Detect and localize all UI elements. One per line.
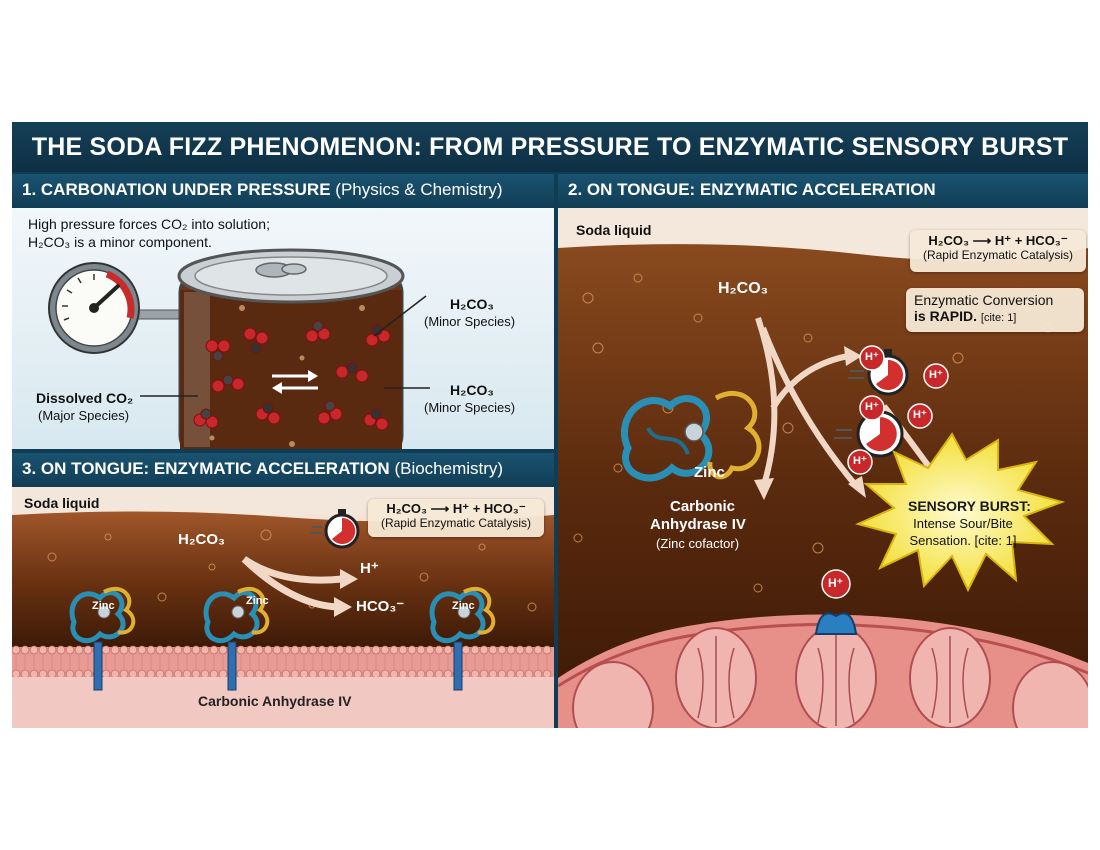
panel3-heading: 3. ON TONGUE: ENZYMATIC ACCELERATION (Bi… bbox=[12, 453, 554, 485]
panel3-heading-sub: (Biochemistry) bbox=[394, 459, 504, 478]
panel3-equation-sub: (Rapid Enzymatic Catalysis) bbox=[380, 515, 532, 530]
panel2-conversion-line1: Enzymatic Conversion bbox=[914, 292, 1054, 308]
panel3-zinc-label-3: Zinc bbox=[452, 600, 475, 612]
panel3-zinc-label-1: Zinc bbox=[92, 600, 115, 612]
panel2-conversion-rapid: is RAPID. bbox=[914, 308, 978, 325]
dissolved-co2-label: Dissolved CO₂ bbox=[36, 390, 134, 406]
panel1-body: High pressure forces CO₂ into solution; … bbox=[12, 208, 554, 449]
panel1-intro-line2: H₂CO₃ is a minor component. bbox=[28, 234, 212, 250]
h2co3-label-bottom: H₂CO₃ bbox=[450, 382, 494, 398]
proton-label-5: H⁺ bbox=[853, 455, 867, 467]
panel3-h2co3-label: H₂CO₃ bbox=[178, 531, 225, 548]
panel2-heading: 2. ON TONGUE: ENZYMATIC ACCELERATION bbox=[558, 174, 1088, 206]
panel2-zinc-label: Zinc bbox=[694, 464, 725, 481]
proton-label-6: H⁺ bbox=[828, 576, 843, 590]
proton-label-1: H⁺ bbox=[865, 351, 879, 363]
burst-line2: Sensation. [cite: 1] bbox=[909, 533, 1017, 548]
proton-label-4: H⁺ bbox=[913, 409, 927, 421]
panel2-equation-box: H₂CO₃ ⟶ H⁺ + HCO₃⁻ (Rapid Enzymatic Cata… bbox=[910, 230, 1086, 272]
panel2-enzyme-line1: Carbonic bbox=[670, 498, 736, 515]
panel2-heading-text: 2. ON TONGUE: ENZYMATIC ACCELERATION bbox=[568, 180, 936, 199]
panel2-conversion-cite: [cite: 1] bbox=[980, 312, 1017, 325]
panel2-h2co3-label: H₂CO₃ bbox=[718, 280, 769, 297]
burst-line1: Intense Sour/Bite bbox=[913, 516, 1013, 531]
panel2-scene bbox=[558, 244, 1088, 728]
panel3-heading-text: 3. ON TONGUE: ENZYMATIC ACCELERATION bbox=[22, 459, 390, 478]
panel3-scene bbox=[12, 487, 554, 728]
membrane-lipids bbox=[12, 645, 552, 679]
panel2-equation-sub: (Rapid Enzymatic Catalysis) bbox=[922, 247, 1074, 262]
panel3-enzyme-label: Carbonic Anhydrase IV bbox=[198, 693, 352, 709]
pressure-gauge-icon bbox=[48, 262, 140, 354]
can-illustration bbox=[48, 248, 430, 449]
panel2-soda-label: Soda liquid bbox=[576, 222, 652, 238]
panel1-heading-text: 1. CARBONATION UNDER PRESSURE bbox=[22, 180, 331, 199]
dissolved-co2-sub: (Major Species) bbox=[38, 408, 130, 423]
burst-title: SENSORY BURST: bbox=[908, 498, 1031, 514]
enzyme-icon-2 bbox=[203, 586, 270, 691]
h2co3-sub-top: (Minor Species) bbox=[424, 314, 516, 329]
h2co3-label-top: H₂CO₃ bbox=[450, 296, 494, 312]
panel1-intro-line1: High pressure forces CO₂ into solution; bbox=[28, 216, 270, 232]
enzyme-icon-1 bbox=[69, 586, 136, 691]
proton-label-3: H⁺ bbox=[865, 401, 879, 413]
panel3-zinc-label-2: Zinc bbox=[246, 595, 269, 607]
panel2-body: Soda liquid H₂CO₃ ⟶ H⁺ + HCO₃⁻ (Rapid En… bbox=[558, 208, 1088, 728]
enzyme-icon-3 bbox=[429, 586, 496, 691]
panel3-hco3-label: HCO₃⁻ bbox=[356, 598, 405, 615]
page-title: THE SODA FIZZ PHENOMENON: FROM PRESSURE … bbox=[12, 122, 1088, 172]
h2co3-sub-bottom: (Minor Species) bbox=[424, 400, 516, 415]
receptor-channel-icon bbox=[814, 612, 858, 635]
panel3-body: Soda liquid H₂CO₃ ⟶ H⁺ + HCO₃⁻ (Rapid En… bbox=[12, 487, 554, 728]
panel2-enzyme-sub: (Zinc cofactor) bbox=[656, 536, 740, 551]
proton-label-2: H⁺ bbox=[929, 369, 943, 381]
stopwatch-icon bbox=[310, 509, 360, 549]
panel1-heading-sub: (Physics & Chemistry) bbox=[335, 180, 503, 199]
panel3-equation: H₂CO₃ ⟶ H⁺ + HCO₃⁻ bbox=[386, 501, 526, 516]
soda-can-icon bbox=[177, 248, 405, 449]
panel1-heading: 1. CARBONATION UNDER PRESSURE (Physics &… bbox=[12, 174, 554, 206]
carbonic-anhydrase-icon bbox=[620, 390, 762, 482]
stopwatch-icon-2 bbox=[834, 404, 904, 458]
panel3-equation-box: H₂CO₃ ⟶ H⁺ + HCO₃⁻ (Rapid Enzymatic Cata… bbox=[368, 499, 544, 537]
infographic: THE SODA FIZZ PHENOMENON: FROM PRESSURE … bbox=[12, 122, 1088, 728]
sensory-burst-shape bbox=[854, 432, 1066, 593]
panel2-conversion-box: Enzymatic Conversion is RAPID. [cite: 1] bbox=[906, 288, 1084, 332]
panel3-h-label: H⁺ bbox=[360, 560, 379, 577]
panel2-equation: H₂CO₃ ⟶ H⁺ + HCO₃⁻ bbox=[928, 233, 1068, 248]
panel2-enzyme-line2: Anhydrase IV bbox=[650, 516, 746, 533]
panel3-soda-label: Soda liquid bbox=[24, 495, 100, 511]
